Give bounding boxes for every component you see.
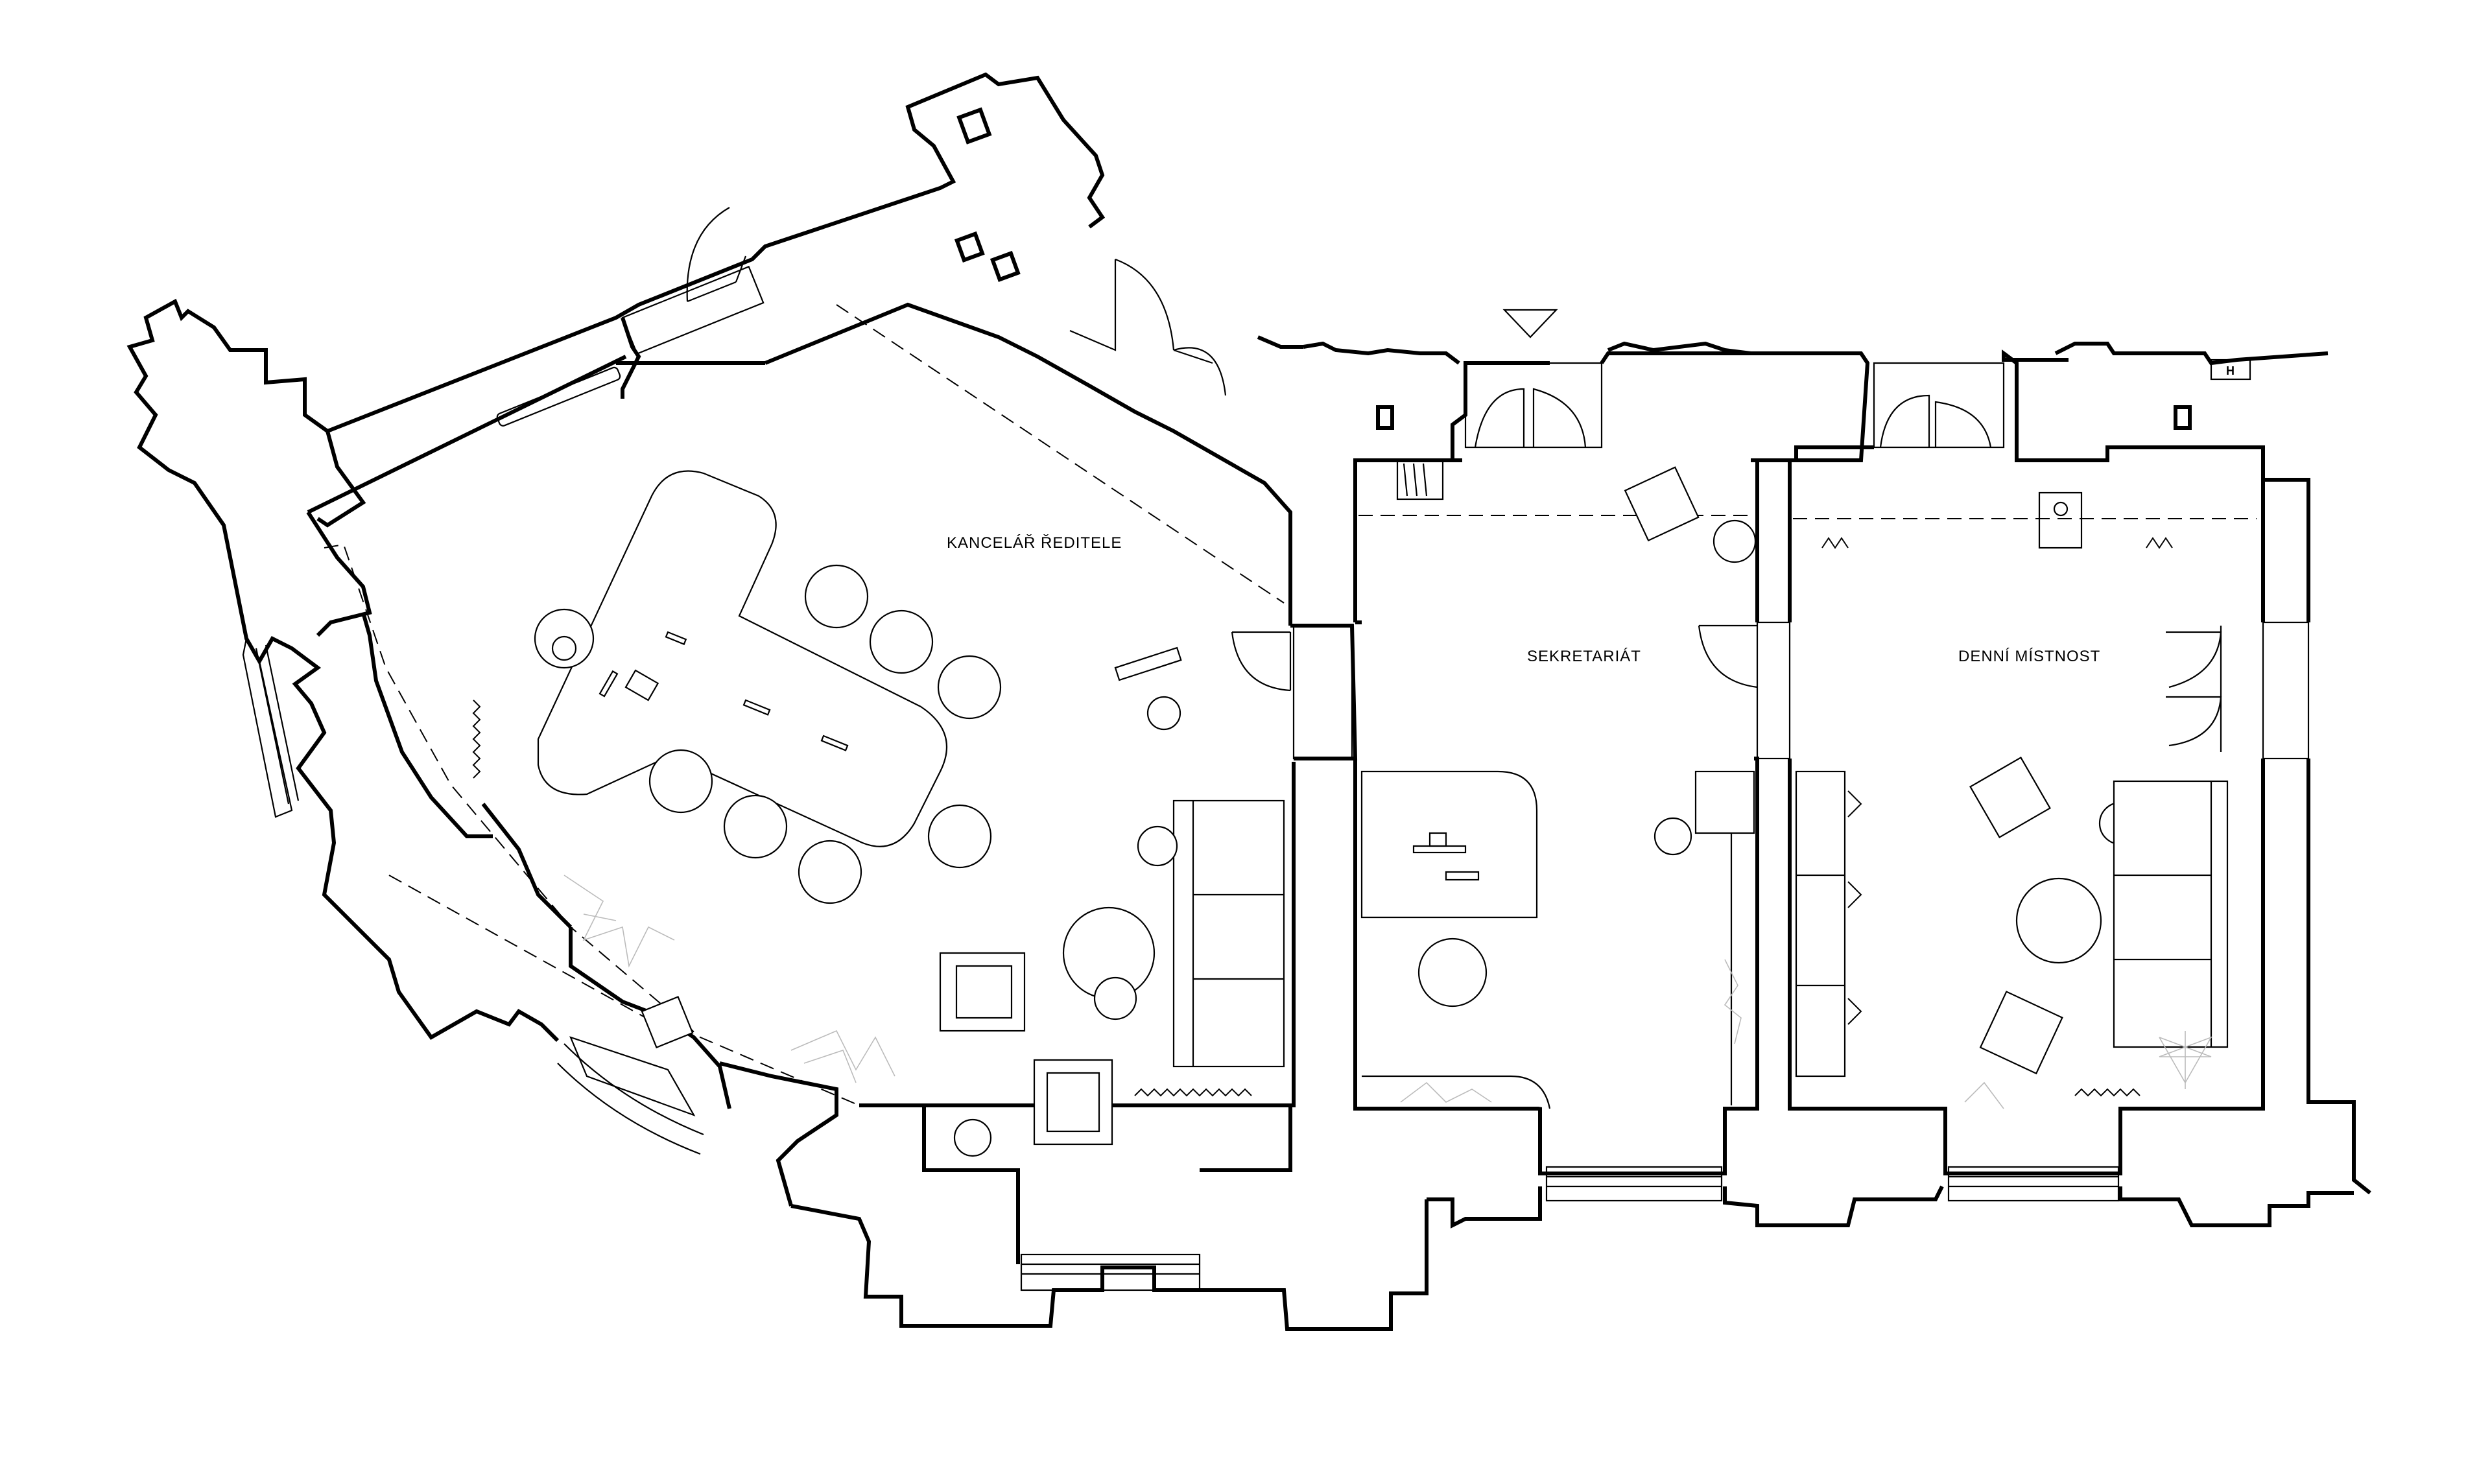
secretariat-furniture [1360,459,1757,1109]
doors [686,207,2310,760]
hydrant-mark: H [2226,364,2235,377]
ceiling-lines [324,304,2257,1106]
columns: H [954,107,2251,430]
director-furniture [472,366,1285,1157]
day-room-furniture [1795,491,2229,1109]
room-label-day-room: DENNÍ MÍSTNOST [1958,648,2100,665]
room-label-director: KANCELÁŘ ŘEDITELE [947,534,1122,552]
entrance-arrow-icon [1502,309,1558,338]
structural-walls [126,72,2371,1331]
room-label-secretariat: SEKRETARIÁT [1527,648,1641,665]
windows [242,265,2120,1291]
